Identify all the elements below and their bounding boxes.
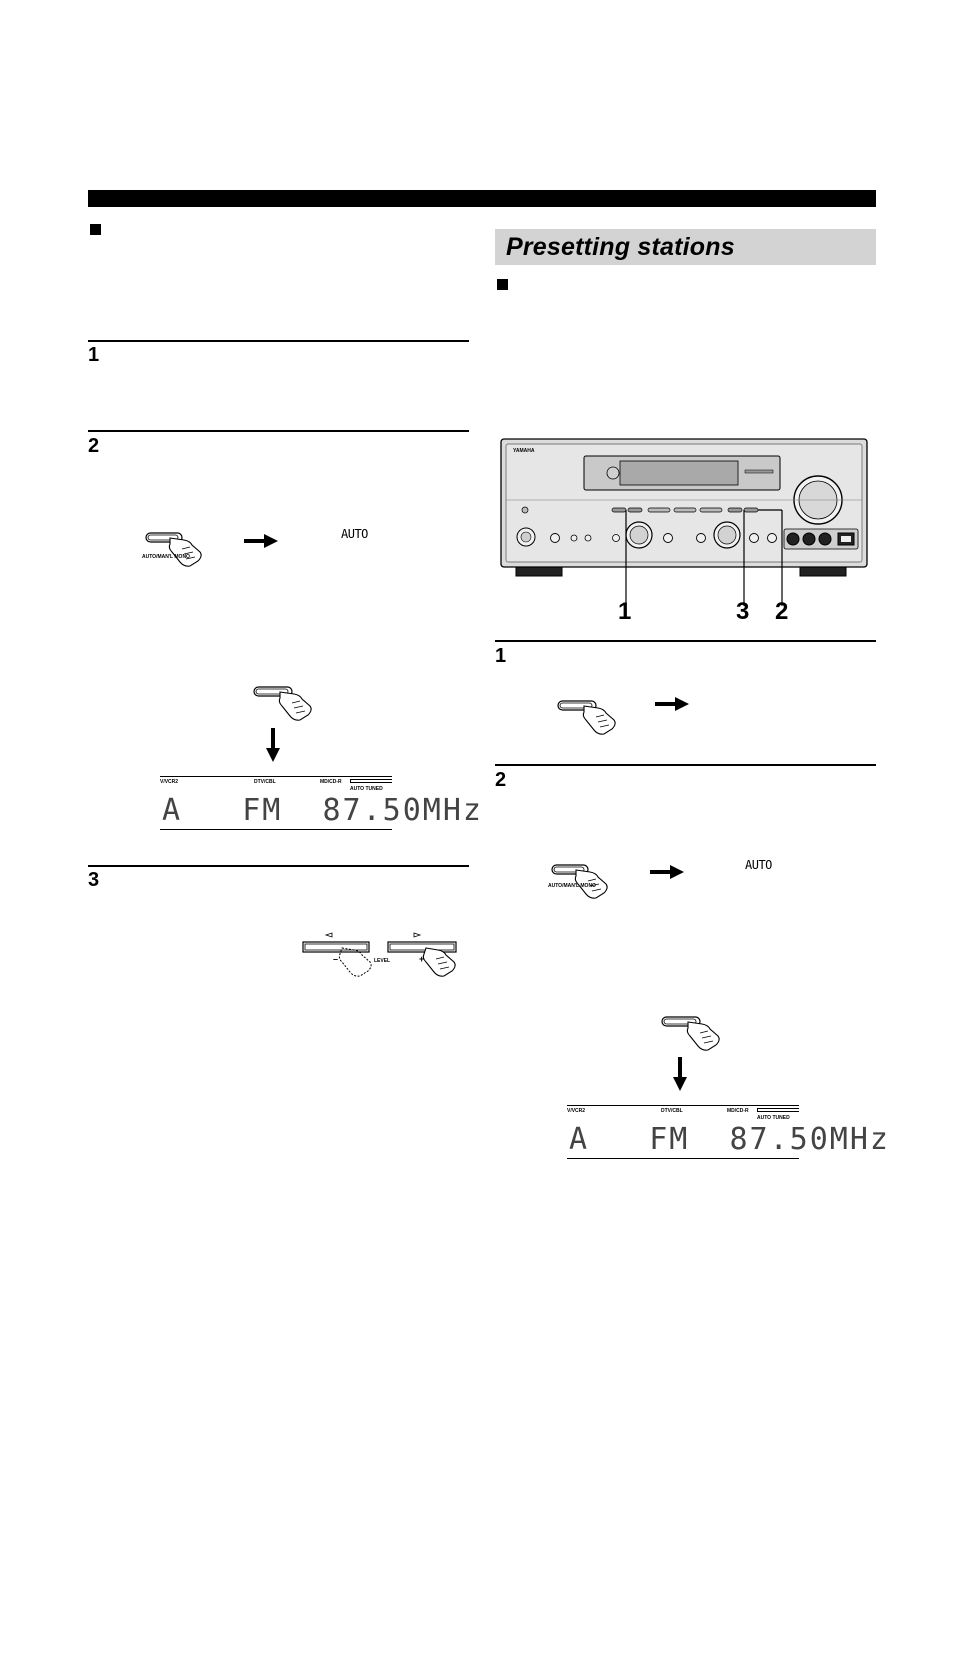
callout-leader-lines bbox=[600, 508, 790, 608]
memory-button-illustration bbox=[660, 1016, 726, 1052]
step-number: 2 bbox=[495, 769, 507, 791]
front-panel-display: V/VCR2 DTV/CBL MD/CD-R AUTO TUNED A FM 8… bbox=[160, 776, 481, 832]
memory-button-illustration bbox=[252, 686, 318, 722]
level-label: LEVEL bbox=[374, 958, 391, 964]
auto-manual-mono-button-illustration bbox=[546, 864, 616, 900]
step-number: 1 bbox=[88, 344, 100, 366]
arrow-right-icon bbox=[244, 534, 278, 548]
level-plus-label: + bbox=[419, 954, 425, 964]
section-header-bar bbox=[88, 190, 876, 207]
step-divider bbox=[495, 640, 876, 642]
display-label-vcr2: V/VCR2 bbox=[160, 779, 179, 785]
section-title: Presetting stations bbox=[506, 233, 735, 261]
receiver-front-panel-illustration bbox=[500, 438, 870, 584]
front-panel-display: V/VCR2 DTV/CBL MD/CD-R AUTO TUNED A FM 8… bbox=[567, 1105, 888, 1161]
level-minus-label: – bbox=[333, 954, 339, 964]
display-bottom-line bbox=[567, 1158, 799, 1159]
display-auto-tuned-label: AUTO TUNED bbox=[350, 786, 383, 792]
step-number: 1 bbox=[495, 645, 507, 667]
arrow-down-icon bbox=[266, 728, 280, 762]
arrow-down-icon bbox=[673, 1057, 687, 1091]
display-label-md-cdr: MD/CD-R bbox=[320, 779, 342, 785]
arrow-right-icon bbox=[650, 865, 684, 879]
display-label-dtv-cbl: DTV/CBL bbox=[661, 1108, 683, 1114]
memory-button-illustration bbox=[556, 700, 622, 736]
display-level-bracket bbox=[757, 1108, 799, 1112]
callout-label: 2 bbox=[775, 598, 789, 625]
callout-label: 3 bbox=[736, 598, 750, 625]
auto-indicator: AUTO bbox=[341, 527, 368, 541]
subsection-bullet bbox=[90, 224, 101, 235]
auto-indicator: AUTO bbox=[745, 858, 772, 872]
callout-label: 1 bbox=[618, 598, 632, 625]
step-divider bbox=[88, 430, 469, 432]
arrow-right-icon bbox=[655, 697, 689, 711]
step-number: 2 bbox=[88, 435, 100, 457]
display-label-vcr2: V/VCR2 bbox=[567, 1108, 586, 1114]
display-top-line bbox=[160, 776, 392, 777]
display-auto-tuned-label: AUTO TUNED bbox=[757, 1115, 790, 1121]
step-number: 3 bbox=[88, 869, 100, 891]
auto-manual-mono-label: AUTO/MAN'L MONO bbox=[142, 554, 190, 560]
step-divider bbox=[88, 865, 469, 867]
display-bottom-line bbox=[160, 829, 392, 830]
display-readout: A FM 87.50MHz bbox=[569, 1122, 890, 1157]
section-banner: Presetting stations bbox=[495, 229, 876, 265]
auto-manual-mono-button-illustration bbox=[140, 532, 210, 568]
display-label-dtv-cbl: DTV/CBL bbox=[254, 779, 276, 785]
preset-level-buttons-illustration bbox=[302, 932, 460, 980]
subsection-bullet bbox=[497, 279, 508, 290]
step-divider bbox=[88, 340, 469, 342]
auto-manual-mono-label: AUTO/MAN'L MONO bbox=[548, 883, 596, 889]
display-readout: A FM 87.50MHz bbox=[162, 793, 483, 828]
brand-logo-label: YAMAHA bbox=[513, 448, 535, 454]
display-top-line bbox=[567, 1105, 799, 1106]
display-level-bracket bbox=[350, 779, 392, 783]
step-divider bbox=[495, 764, 876, 766]
display-label-md-cdr: MD/CD-R bbox=[727, 1108, 749, 1114]
